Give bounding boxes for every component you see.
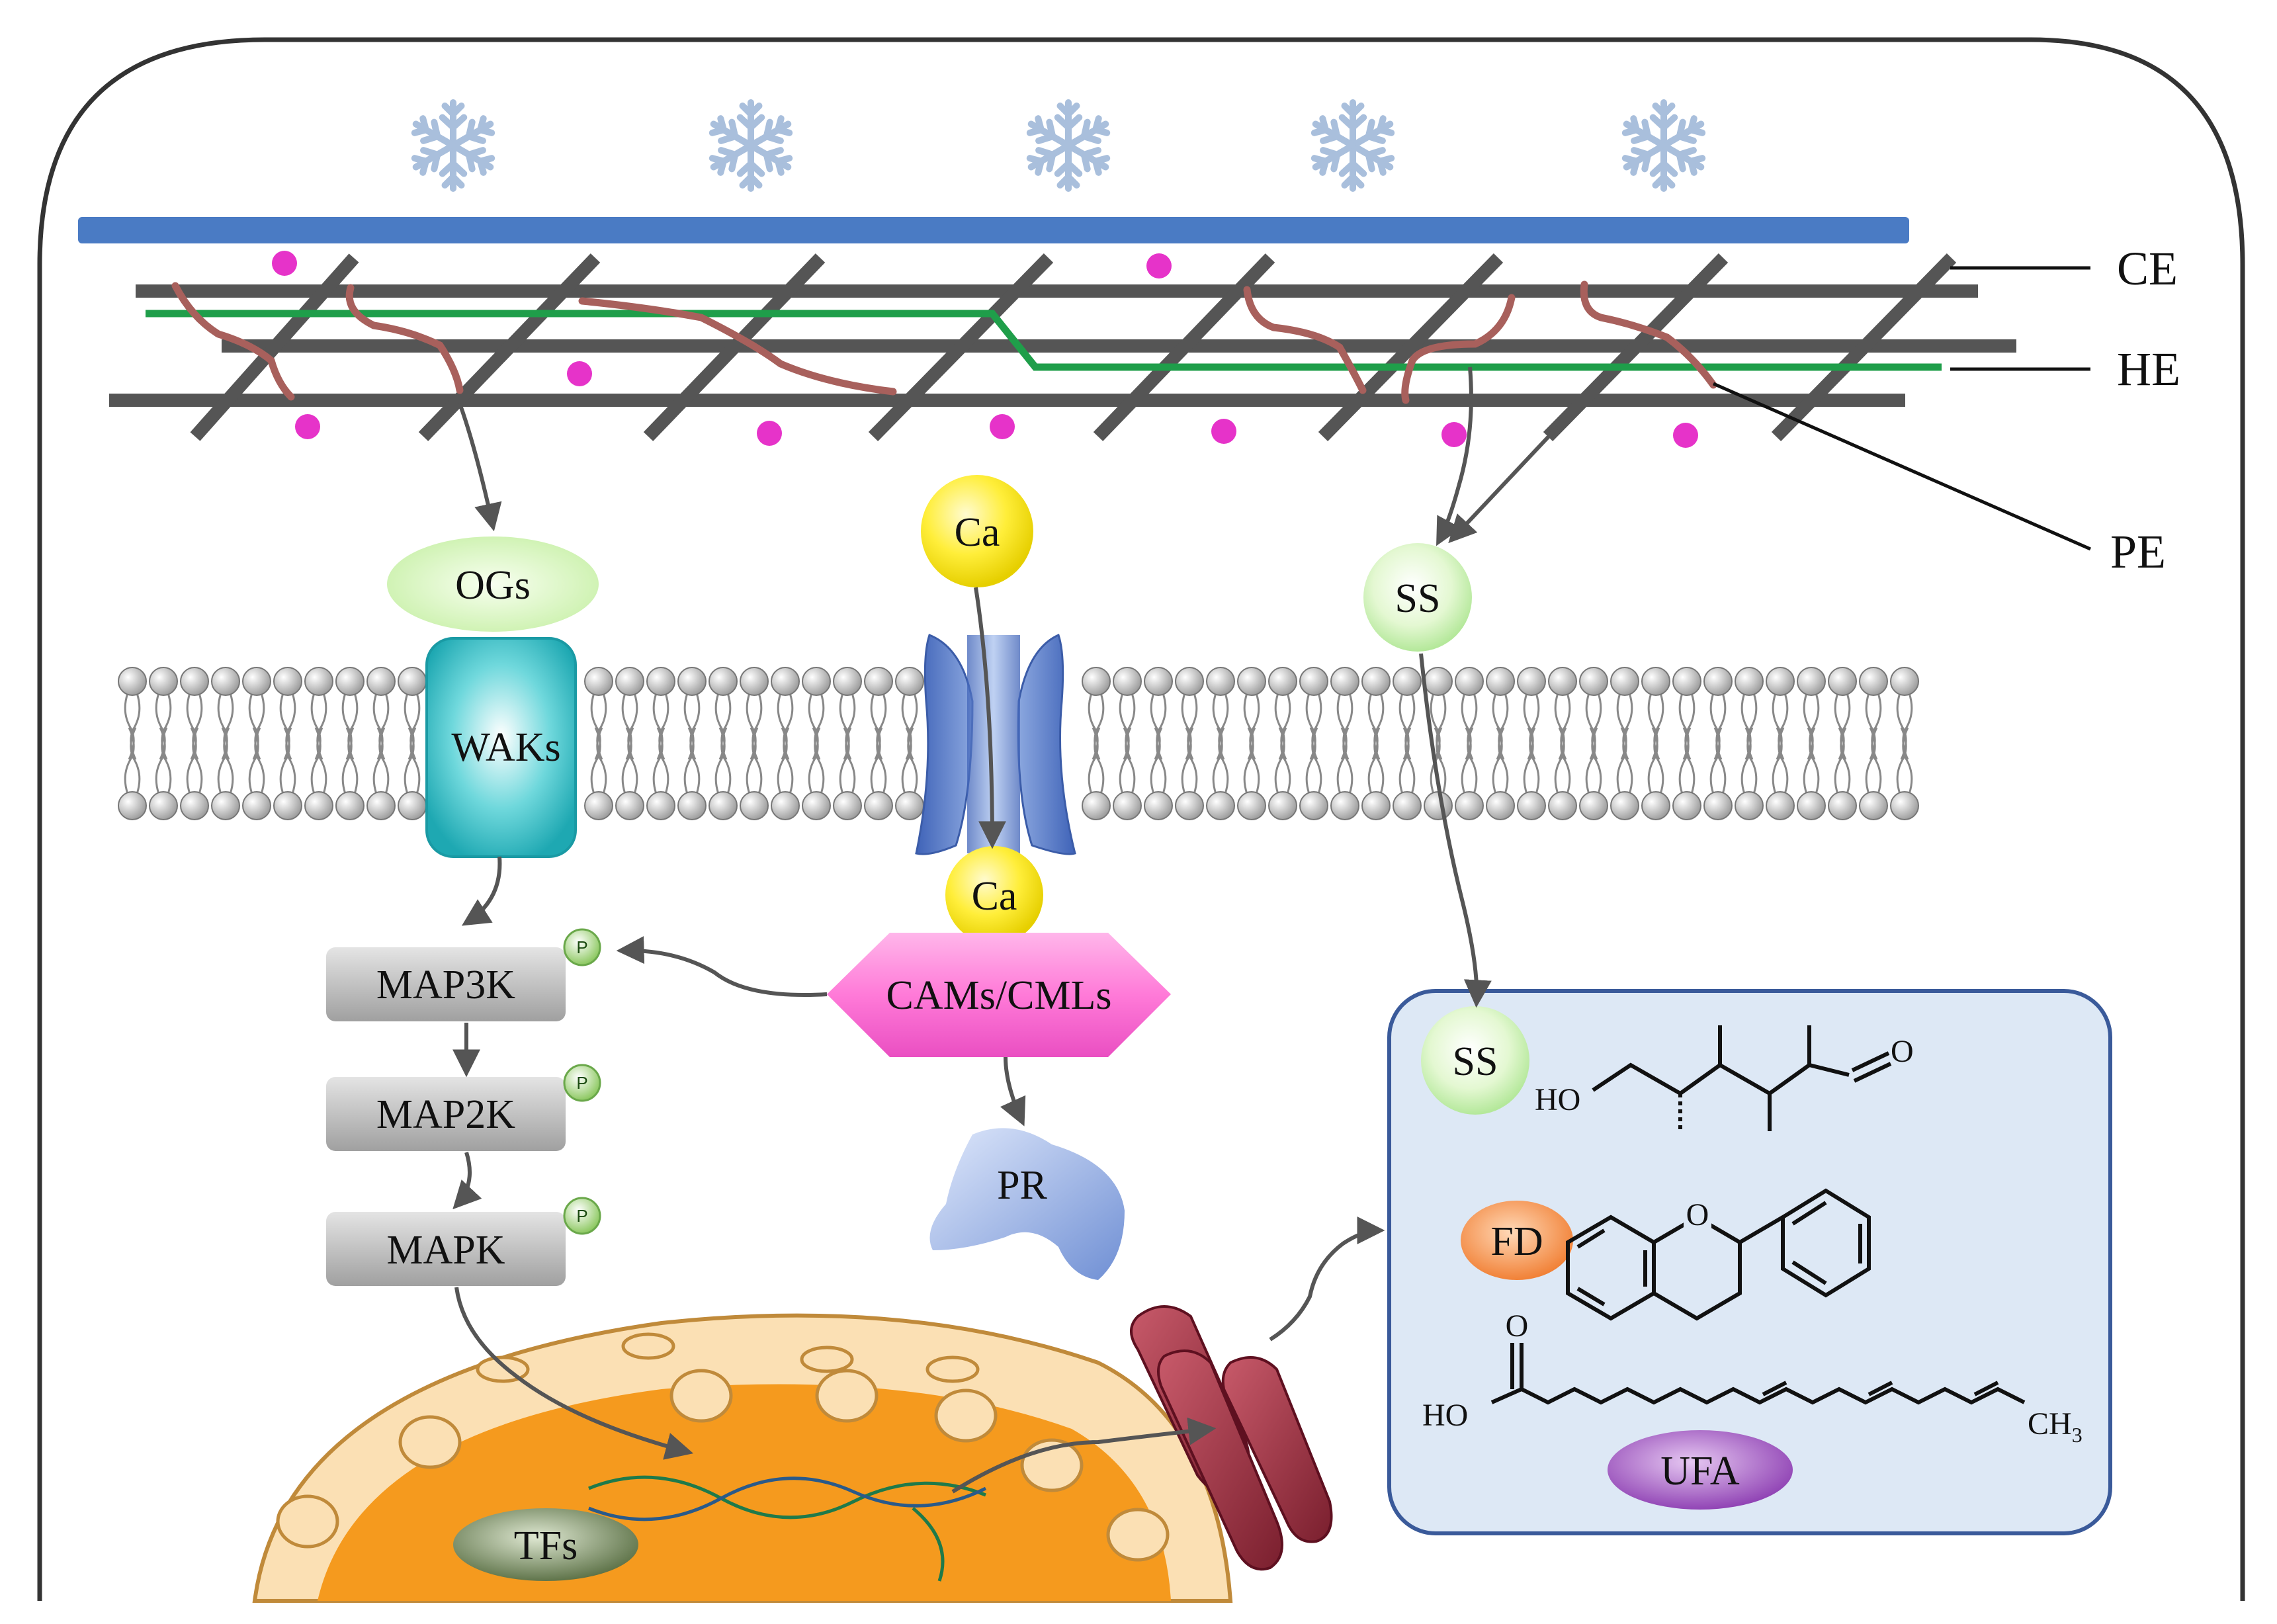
pr-label: PR <box>997 1163 1047 1208</box>
calcium-label-inside: Ca <box>972 874 1017 919</box>
sugar-ho: HO <box>1535 1082 1580 1117</box>
ogs-label: OGs <box>455 563 531 608</box>
fd-label: FD <box>1490 1219 1543 1264</box>
snowflake-icon <box>709 103 794 189</box>
arrow-cams-to-pr <box>1000 1056 1026 1127</box>
map2k-box <box>326 1077 566 1151</box>
ufa-o: O <box>1506 1308 1529 1344</box>
ufa-ch3: CH3 <box>2028 1406 2083 1447</box>
map3k-box <box>326 947 566 1021</box>
dna-helix <box>588 1475 987 1582</box>
arrow-mito-to-box <box>1269 1217 1385 1342</box>
arrow-wall-to-ss-b <box>1448 425 1560 544</box>
arrow-mapk-to-nucleus <box>454 1287 694 1460</box>
nucleus: TFs <box>252 1313 1233 1603</box>
arrow-ca-through-channel <box>974 587 1006 849</box>
ss-outer-label: SS <box>1395 576 1441 621</box>
ss-inner <box>1421 1006 1529 1115</box>
snowflake-icon <box>411 103 496 189</box>
hemicellulose-fiber <box>146 310 1942 371</box>
pr-protein <box>929 1128 1125 1280</box>
arrow-cams-to-map3k <box>616 936 828 998</box>
ufa-ellipse <box>1608 1430 1793 1510</box>
phospho-label: P <box>576 1073 587 1093</box>
pathway-arrows <box>452 366 1560 1494</box>
map3k-label: MAP3K <box>376 962 515 1007</box>
sugar-o: O <box>1891 1034 1914 1069</box>
phospho-label: P <box>576 937 587 957</box>
cams-cmls-label: CAMs/CMLs <box>886 973 1111 1018</box>
cams-cmls-hexagon <box>827 933 1171 1057</box>
arrow-waks-to-map3k <box>461 856 502 926</box>
waks-label: WAKs <box>451 725 560 770</box>
fd-ellipse <box>1461 1201 1573 1280</box>
calcium-label-outside: Ca <box>955 510 1000 555</box>
label-ce: CE <box>2117 242 2178 295</box>
arrow-dna-to-mito <box>951 1417 1217 1494</box>
label-he: HE <box>2117 343 2180 396</box>
tfs-label: TFs <box>514 1523 578 1568</box>
calcium-ion-inside <box>945 846 1043 944</box>
cell-outline <box>37 37 2245 1601</box>
cuticle-bar <box>78 217 1909 243</box>
arrow-ss-to-box <box>1419 653 1492 1008</box>
snowflake-icon <box>1621 103 1707 189</box>
tfs-ellipse <box>453 1508 638 1581</box>
mitochondrion-icon <box>1130 1305 1333 1571</box>
sugar-structure <box>1592 1025 1892 1131</box>
calcium-dots <box>272 251 1698 448</box>
arrow-map2k-to-mapk <box>452 1152 482 1210</box>
calcium-ion-outside <box>921 475 1033 587</box>
mapk-cascade: MAP3K MAP2K MAPK P P P <box>326 928 601 1286</box>
arrow-wall-to-ogs <box>458 402 502 532</box>
phospho-icon <box>563 928 601 966</box>
ogs-ellipse <box>387 536 599 632</box>
ss-inner-label: SS <box>1453 1039 1498 1084</box>
mapk-box <box>326 1212 566 1286</box>
ss-outer <box>1363 543 1472 652</box>
label-pe: PE <box>2110 525 2166 578</box>
ufa-label: UFA <box>1660 1449 1740 1494</box>
flavan-o: O <box>1686 1197 1709 1232</box>
wall-labels <box>1712 266 2092 551</box>
map2k-label: MAP2K <box>376 1092 515 1137</box>
ufa-ho: HO <box>1422 1398 1468 1433</box>
snowflake-icon <box>1310 103 1396 189</box>
snowflake-icon <box>1026 103 1111 189</box>
cell-wall <box>109 251 2016 448</box>
snowflake-icons <box>411 103 1707 189</box>
flavan-structure <box>1566 1188 1871 1321</box>
mapk-label: MAPK <box>386 1228 505 1273</box>
cellulose-fibers <box>109 253 2016 442</box>
arrow-wall-to-ss-a <box>1436 366 1473 546</box>
phospho-icon <box>563 1197 601 1235</box>
phospho-icon <box>563 1064 601 1102</box>
pectin-fibers <box>171 280 1717 404</box>
phospho-label: P <box>576 1206 587 1226</box>
ufa-structure <box>1490 1343 2026 1405</box>
